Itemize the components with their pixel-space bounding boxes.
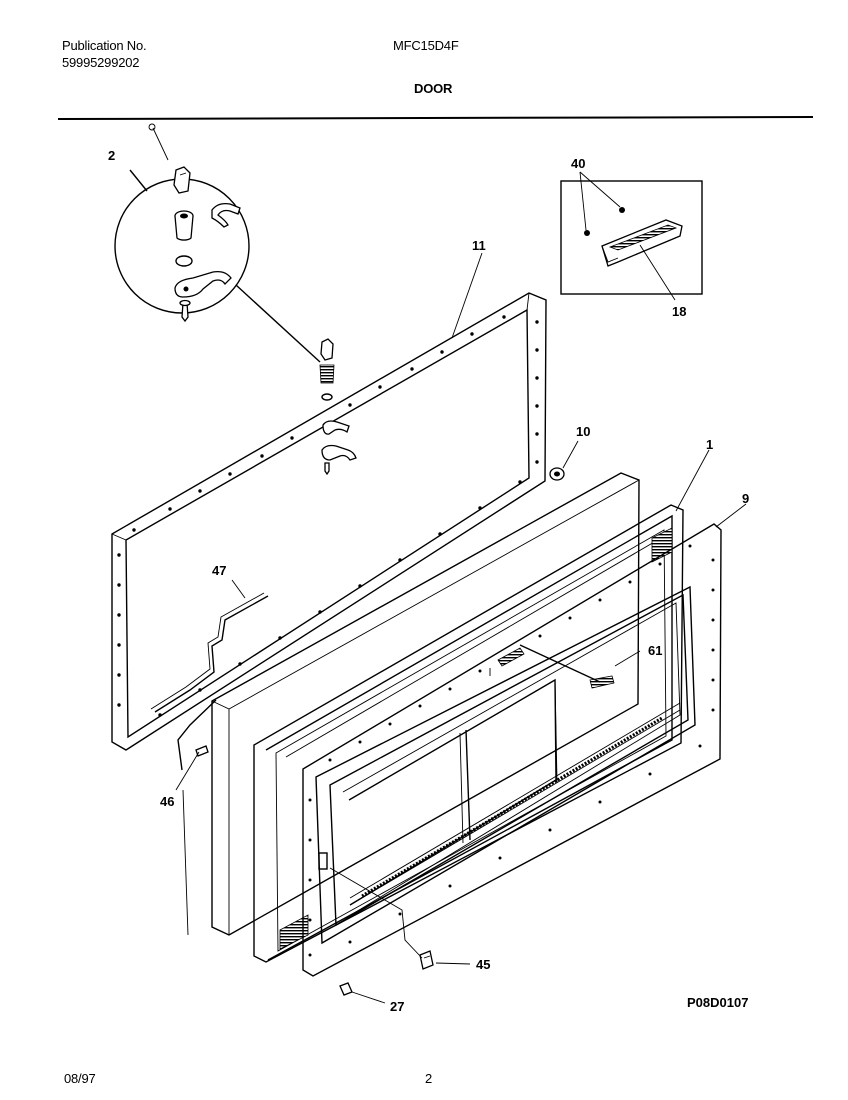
- callout-2: 2: [108, 148, 115, 163]
- callout-61: 61: [648, 643, 662, 658]
- callout-10: 10: [576, 424, 590, 439]
- model-number: MFC15D4F: [393, 38, 459, 53]
- part-10-nut: [549, 440, 579, 481]
- part-27-screw: [339, 982, 386, 1004]
- callout-27: 27: [390, 999, 404, 1014]
- callout-11: 11: [472, 238, 486, 253]
- footer-date: 08/97: [64, 1071, 96, 1086]
- part-47-heater-wire: [150, 579, 269, 771]
- publication-number: 59995299202: [62, 55, 140, 70]
- door-panel-part-9: [302, 523, 722, 977]
- callout-40: 40: [571, 156, 585, 171]
- callout-46: 46: [160, 794, 174, 809]
- figure-code: P08D0107: [687, 995, 748, 1010]
- frame-part-11: [111, 292, 547, 751]
- callout-18: 18: [672, 304, 686, 319]
- page-number: 2: [425, 1071, 433, 1086]
- hinge-detail-circle: [114, 123, 250, 323]
- publication-label: Publication No.: [62, 38, 147, 53]
- section-title: DOOR: [414, 81, 453, 96]
- gasket-part-1: [253, 504, 684, 963]
- part-61-handle-insert: [519, 644, 641, 689]
- callout-9: 9: [742, 491, 749, 506]
- handle-inset-box: [560, 171, 703, 301]
- door-liner: [211, 472, 640, 936]
- callout-45: 45: [476, 957, 490, 972]
- callout-1: 1: [706, 437, 713, 452]
- part-45-clip: [329, 867, 471, 970]
- part-46-screw: [175, 745, 209, 791]
- callout-47: 47: [212, 563, 226, 578]
- hinge-parts-on-frame: [319, 338, 357, 476]
- header-rule: [57, 116, 814, 120]
